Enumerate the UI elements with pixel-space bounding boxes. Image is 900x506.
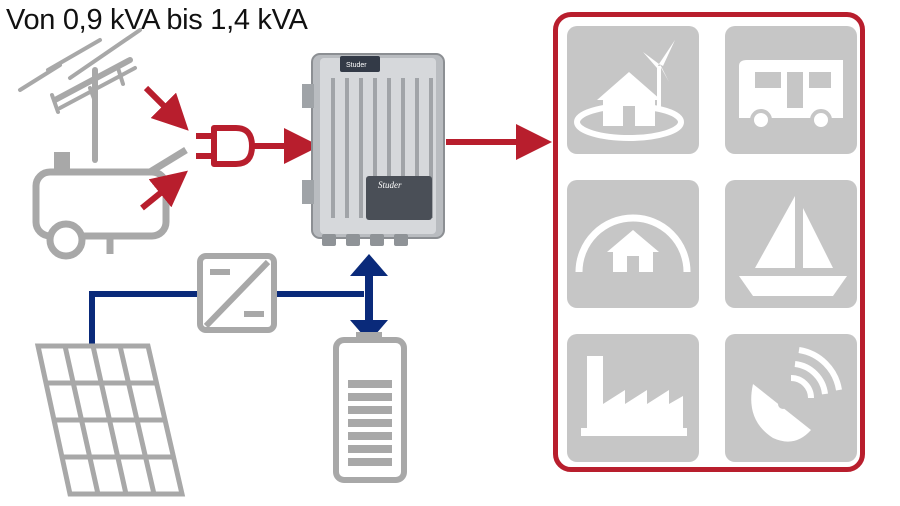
off-grid-home-icon [574, 40, 684, 141]
generator-icon [32, 147, 188, 260]
power-line-icon [18, 28, 142, 163]
inverter-brand-label: Studer [378, 180, 402, 190]
industry-icon [581, 356, 687, 436]
inverter-logo: Studer [346, 62, 367, 69]
source-arrows [140, 85, 189, 211]
industry-tile [567, 334, 699, 462]
camper-van-tile [725, 26, 857, 154]
dc-converter-icon [197, 253, 277, 333]
sailboat-tile [725, 180, 857, 308]
protected-home-tile [567, 180, 699, 308]
camper-van-icon [739, 60, 843, 131]
satellite-dish-icon [751, 347, 842, 442]
inverter-device [302, 53, 445, 246]
solar-link-line [89, 291, 364, 346]
title: Von 0,9 kVA bis 1,4 kVA [6, 4, 308, 36]
applications-panel [553, 12, 865, 472]
plug-icon [196, 125, 266, 167]
solar-panel-icon [34, 343, 186, 497]
sailboat-icon [739, 196, 847, 296]
battery-icon [333, 332, 407, 483]
protected-home-icon [575, 214, 691, 273]
off-grid-home-tile [567, 26, 699, 154]
battery-link-arrow [350, 254, 388, 342]
satellite-tile [725, 334, 857, 462]
